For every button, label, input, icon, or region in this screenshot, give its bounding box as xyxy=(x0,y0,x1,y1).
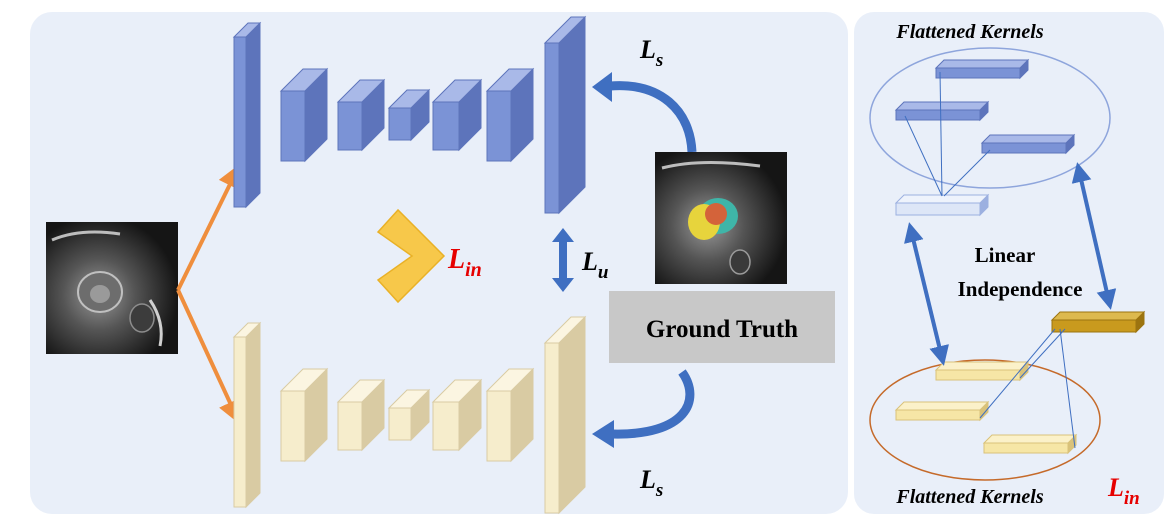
orange-arrow-bottom xyxy=(176,289,241,425)
lu-label: Lu xyxy=(581,247,608,283)
blue-layer-block xyxy=(431,78,483,152)
kernel-bar xyxy=(980,133,1076,155)
cream-layer-block xyxy=(543,315,587,515)
blue-unet xyxy=(232,15,587,215)
kernel-bar xyxy=(894,100,990,122)
ls-curve-arrow-bottom xyxy=(611,369,695,439)
independence-arrow-left xyxy=(904,222,949,366)
kernels-title-bottom: Flattened Kernels xyxy=(895,486,1043,508)
cream-layer-block xyxy=(431,378,483,452)
kernel-bar xyxy=(1050,310,1146,334)
cream-layer-block xyxy=(279,367,329,463)
kernel-bar xyxy=(894,193,990,217)
flattened-kernel-bars xyxy=(894,58,1146,455)
kernel-bar xyxy=(894,400,990,422)
linear-label-line2: Independence xyxy=(958,277,1083,301)
kernel-bar xyxy=(982,433,1078,455)
kernels-title-top: Flattened Kernels xyxy=(895,21,1043,43)
ls-label-bottom: Ls xyxy=(639,465,663,501)
ls-label-top: Ls xyxy=(639,35,663,71)
cream-kernel-group xyxy=(869,359,1101,481)
linear-label-line1: Linear xyxy=(975,243,1036,267)
cream-layer-block xyxy=(232,321,262,509)
blue-layer-block xyxy=(543,15,587,215)
lin-label-center: Lin xyxy=(447,244,482,281)
kernel-bar xyxy=(934,58,1030,80)
cream-layer-block xyxy=(336,378,386,452)
ls-curve-arrow-top xyxy=(609,81,697,153)
ground-truth-mri-image xyxy=(655,152,787,284)
blue-layer-block xyxy=(485,67,535,163)
orange-arrow-top xyxy=(176,163,241,291)
ground-truth-label: Ground Truth xyxy=(646,316,798,343)
cream-unet xyxy=(232,315,587,515)
lin-label-right: Lin xyxy=(1107,473,1140,509)
input-mri-image xyxy=(46,222,178,354)
blue-layer-block xyxy=(387,88,431,142)
cream-layer-block xyxy=(485,367,535,463)
blue-layer-block xyxy=(336,78,386,152)
lin-chevron-arrow xyxy=(376,208,446,304)
lu-double-arrow xyxy=(552,228,574,292)
independence-arrow-right xyxy=(1071,162,1117,310)
kernel-panel xyxy=(854,12,1164,514)
blue-layer-block xyxy=(279,67,329,163)
ground-truth-box xyxy=(609,291,835,363)
blue-kernel-group xyxy=(869,47,1111,189)
cream-layer-block xyxy=(387,388,431,442)
kernel-connection-lines xyxy=(904,71,1076,449)
kernel-bar xyxy=(934,360,1030,382)
blue-layer-block xyxy=(232,21,262,209)
